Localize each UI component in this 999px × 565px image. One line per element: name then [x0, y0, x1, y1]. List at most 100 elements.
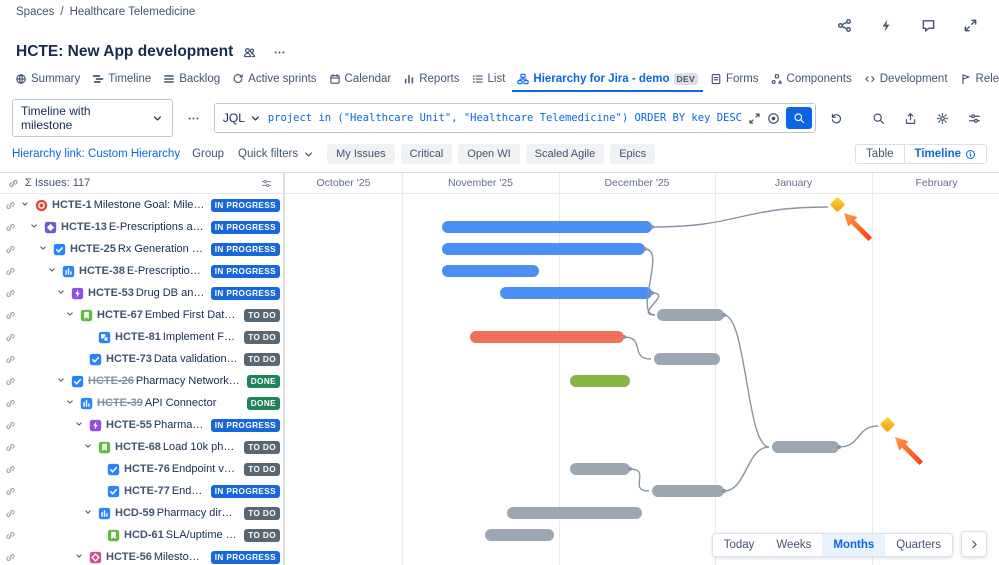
tab-development[interactable]: Development: [859, 69, 953, 92]
gantt-bar[interactable]: [485, 529, 554, 541]
jql-query-input[interactable]: project in ("Healthcare Unit", "Healthca…: [268, 112, 742, 124]
issue-key[interactable]: HCTE-38: [79, 265, 125, 277]
expand-toggle[interactable]: [65, 397, 76, 410]
breadcrumb-spaces[interactable]: Spaces: [16, 6, 55, 18]
tab-active-sprints[interactable]: Active sprints: [227, 69, 321, 92]
issue-row[interactable]: HCTE-77Endpoint checklistIN PROGRESS: [0, 480, 283, 502]
expand-toggle[interactable]: [83, 441, 94, 454]
feedback-button[interactable]: [915, 12, 941, 38]
gantt-bar[interactable]: [657, 309, 724, 321]
zoom-weeks-button[interactable]: Weeks: [765, 534, 823, 556]
quick-filters-select[interactable]: Quick filters: [236, 145, 317, 164]
issue-key[interactable]: HCTE-55: [106, 419, 152, 431]
issue-key[interactable]: HCTE-25: [70, 243, 116, 255]
tab-backlog[interactable]: Backlog: [158, 69, 225, 92]
issue-key[interactable]: HCTE-13: [61, 221, 107, 233]
gantt-bar[interactable]: [570, 375, 630, 387]
tab-timeline[interactable]: Timeline: [87, 69, 156, 92]
project-more-button[interactable]: [266, 39, 292, 65]
zoom-quarters-button[interactable]: Quarters: [885, 534, 952, 556]
expand-toggle[interactable]: [47, 265, 58, 278]
expand-toggle[interactable]: [56, 287, 67, 300]
expand-toggle[interactable]: [20, 199, 31, 212]
syntax-help-icon[interactable]: [767, 112, 780, 125]
columns-settings-button[interactable]: [257, 174, 275, 192]
issue-key[interactable]: HCTE-77: [124, 485, 170, 497]
automation-button[interactable]: [873, 12, 899, 38]
group-button[interactable]: Group: [190, 145, 226, 163]
zoom-today-button[interactable]: Today: [712, 534, 766, 556]
filter-chip-my-issues[interactable]: My Issues: [327, 144, 395, 164]
search-button[interactable]: [865, 105, 891, 131]
filter-chip-critical[interactable]: Critical: [400, 144, 453, 164]
expand-toggle[interactable]: [65, 309, 76, 322]
breadcrumb-project[interactable]: Healthcare Telemedicine: [69, 6, 196, 18]
gantt-bar[interactable]: [570, 463, 630, 475]
gantt-bar[interactable]: [442, 265, 539, 277]
issue-key[interactable]: HCTE-68: [115, 441, 161, 453]
view-select[interactable]: Timeline with milestone: [12, 99, 173, 137]
gantt-bar[interactable]: [470, 331, 624, 343]
expand-toggle[interactable]: [74, 551, 85, 564]
export-button[interactable]: [897, 105, 923, 131]
tab-summary[interactable]: Summary: [10, 69, 85, 92]
reset-query-button[interactable]: [824, 105, 849, 131]
expand-toggle[interactable]: [56, 375, 67, 388]
issue-key[interactable]: HCTE-53: [88, 287, 134, 299]
issue-key[interactable]: HCTE-73: [106, 353, 152, 365]
fullscreen-button[interactable]: [957, 12, 983, 38]
tab-reports[interactable]: Reports: [398, 69, 464, 92]
gantt-bar[interactable]: [507, 507, 642, 519]
gantt-bar[interactable]: [772, 441, 839, 453]
expand-toggle[interactable]: [74, 419, 85, 432]
view-more-options-button[interactable]: [181, 105, 206, 131]
issue-key[interactable]: HCD-59: [115, 507, 155, 519]
timeline-scroll-right-button[interactable]: [961, 531, 987, 557]
tab-list[interactable]: List: [467, 69, 511, 92]
tab-forms[interactable]: Forms: [705, 69, 764, 92]
share-button[interactable]: [831, 12, 857, 38]
zoom-months-button[interactable]: Months: [822, 534, 886, 556]
table-view-button[interactable]: Table: [856, 145, 904, 163]
milestone-diamond[interactable]: [829, 196, 845, 213]
issue-key[interactable]: HCTE-76: [124, 463, 170, 475]
jql-mode-select[interactable]: JQL: [223, 111, 262, 125]
hierarchy-link[interactable]: Hierarchy link: Custom Hierarchy: [12, 148, 181, 160]
gantt-bar[interactable]: [652, 485, 724, 497]
issue-key[interactable]: HCTE-56: [106, 551, 152, 563]
expand-toggle[interactable]: [38, 243, 49, 256]
filter-chip-scaled-agile[interactable]: Scaled Agile: [525, 144, 605, 164]
settings-button[interactable]: [929, 105, 955, 131]
issue-key[interactable]: HCTE-81: [115, 331, 161, 343]
issue-key[interactable]: HCTE-67: [97, 309, 143, 321]
display-settings-button[interactable]: [961, 105, 987, 131]
milestone-diamond[interactable]: [879, 416, 895, 433]
tab-releases[interactable]: Releases: [955, 69, 999, 92]
issue-key[interactable]: HCTE-39: [97, 397, 143, 409]
tab-components[interactable]: Components: [766, 69, 857, 92]
expand-query-icon[interactable]: [748, 112, 761, 125]
issue-key[interactable]: HCTE-26: [88, 375, 134, 387]
expand-toggle[interactable]: [83, 507, 94, 520]
people-icon[interactable]: [243, 46, 256, 59]
gantt-bar[interactable]: [500, 287, 652, 299]
expand-toggle[interactable]: [29, 221, 40, 234]
timeline-view-button[interactable]: Timeline: [903, 145, 986, 163]
issue-row[interactable]: HCTE-38E-Prescription WriterIN PROGRESS: [0, 260, 283, 282]
issue-row[interactable]: HCTE-13E-Prescriptions and Pharmacy Inte…: [0, 216, 283, 238]
